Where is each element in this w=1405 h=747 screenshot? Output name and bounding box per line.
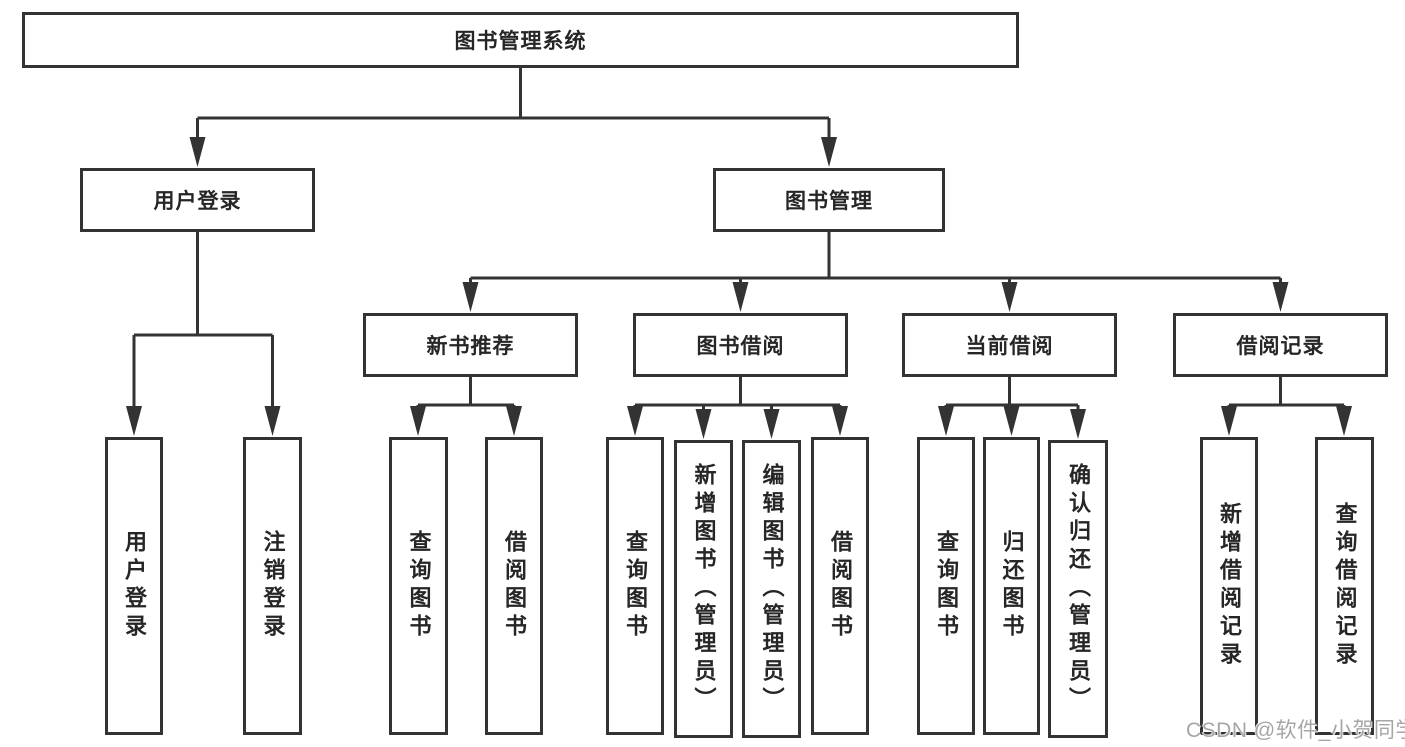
csdn-watermark: CSDN @软件_小贺同学 [1186, 719, 1405, 742]
node-book-borrowing-label: 图书借阅 [696, 335, 785, 358]
arrowhead-icon [938, 406, 954, 436]
node-current-borrowing: 当前借阅 [902, 313, 1117, 377]
node-root-system-label: 图书管理系统 [454, 30, 587, 53]
leaf-user-login: 用户登录 [105, 437, 163, 735]
connector-borrow-record-branch [1227, 377, 1346, 409]
arrowhead-icon [1001, 282, 1018, 312]
arrowhead-icon [1272, 282, 1289, 312]
leaf-logout-label: 注销登录 [260, 530, 286, 642]
leaf-user-login-label: 用户登录 [122, 530, 147, 642]
leaf-query-book-current: 查询图书 [917, 437, 975, 735]
leaf-query-borrow-record: 查询借阅记录 [1315, 437, 1374, 735]
arrowhead-icon [763, 409, 780, 439]
leaf-logout: 注销登录 [243, 437, 302, 735]
arrowhead-icon [462, 282, 479, 312]
node-user-login-label: 用户登录 [153, 190, 242, 213]
connector-book-mgmt-branch [469, 232, 1282, 284]
leaf-query-book-borrow: 查询图书 [606, 437, 664, 735]
node-current-borrowing-label: 当前借阅 [965, 335, 1054, 358]
leaf-borrow-book-recommend-label: 借阅图书 [502, 530, 527, 642]
node-borrow-records: 借阅记录 [1173, 313, 1388, 377]
leaf-query-book-borrow-label: 查询图书 [623, 530, 648, 642]
leaf-confirm-return-admin-label: 确认归还（管理员） [1066, 463, 1091, 715]
arrowhead-icon [1336, 406, 1352, 436]
connector-book-borrow-branch [633, 377, 842, 412]
arrowhead-icon [506, 406, 522, 436]
connector-new-book-branch [416, 377, 516, 409]
leaf-add-book-admin: 新增图书（管理员） [674, 440, 733, 738]
node-new-book-recommend: 新书推荐 [363, 313, 578, 377]
node-borrow-records-label: 借阅记录 [1236, 335, 1325, 358]
leaf-add-borrow-record: 新增借阅记录 [1200, 437, 1258, 735]
arrowhead-icon [732, 282, 749, 312]
arrowhead-icon [1003, 406, 1020, 436]
arrowhead-icon [1070, 409, 1086, 439]
arrowhead-icon [126, 406, 142, 436]
node-user-login: 用户登录 [80, 168, 315, 232]
leaf-query-borrow-record-label: 查询借阅记录 [1332, 502, 1358, 670]
arrowhead-icon [264, 406, 281, 436]
arrowhead-icon [832, 406, 848, 436]
leaf-add-book-admin-label: 新增图书（管理员） [691, 463, 717, 715]
leaf-borrow-book-recommend: 借阅图书 [485, 437, 543, 735]
leaf-borrow-book: 借阅图书 [811, 437, 869, 735]
node-book-management: 图书管理 [713, 168, 945, 232]
arrowhead-icon [189, 137, 206, 167]
leaf-query-book-recommend: 查询图书 [389, 437, 448, 735]
leaf-return-book-label: 归还图书 [999, 530, 1025, 642]
leaf-return-book: 归还图书 [983, 437, 1040, 735]
arrowhead-icon [695, 409, 712, 439]
arrowhead-icon [1221, 406, 1237, 436]
node-new-book-recommend-label: 新书推荐 [426, 335, 515, 358]
node-book-borrowing: 图书借阅 [633, 313, 848, 377]
connector-root-to-level2 [196, 68, 831, 140]
leaf-edit-book-admin: 编辑图书（管理员） [742, 440, 801, 738]
leaf-add-borrow-record-label: 新增借阅记录 [1217, 502, 1242, 670]
node-book-management-label: 图书管理 [785, 190, 873, 213]
arrowhead-icon [821, 137, 837, 167]
leaf-borrow-book-label: 借阅图书 [828, 530, 853, 642]
leaf-confirm-return-admin: 确认归还（管理员） [1048, 440, 1108, 738]
connector-user-login-branch [132, 232, 274, 409]
leaf-edit-book-admin-label: 编辑图书（管理员） [759, 463, 785, 715]
leaf-query-book-current-label: 查询图书 [934, 530, 959, 642]
leaf-query-book-recommend-label: 查询图书 [406, 530, 432, 642]
node-root-system: 图书管理系统 [22, 12, 1019, 68]
arrowhead-icon [627, 406, 643, 436]
arrowhead-icon [410, 406, 426, 436]
